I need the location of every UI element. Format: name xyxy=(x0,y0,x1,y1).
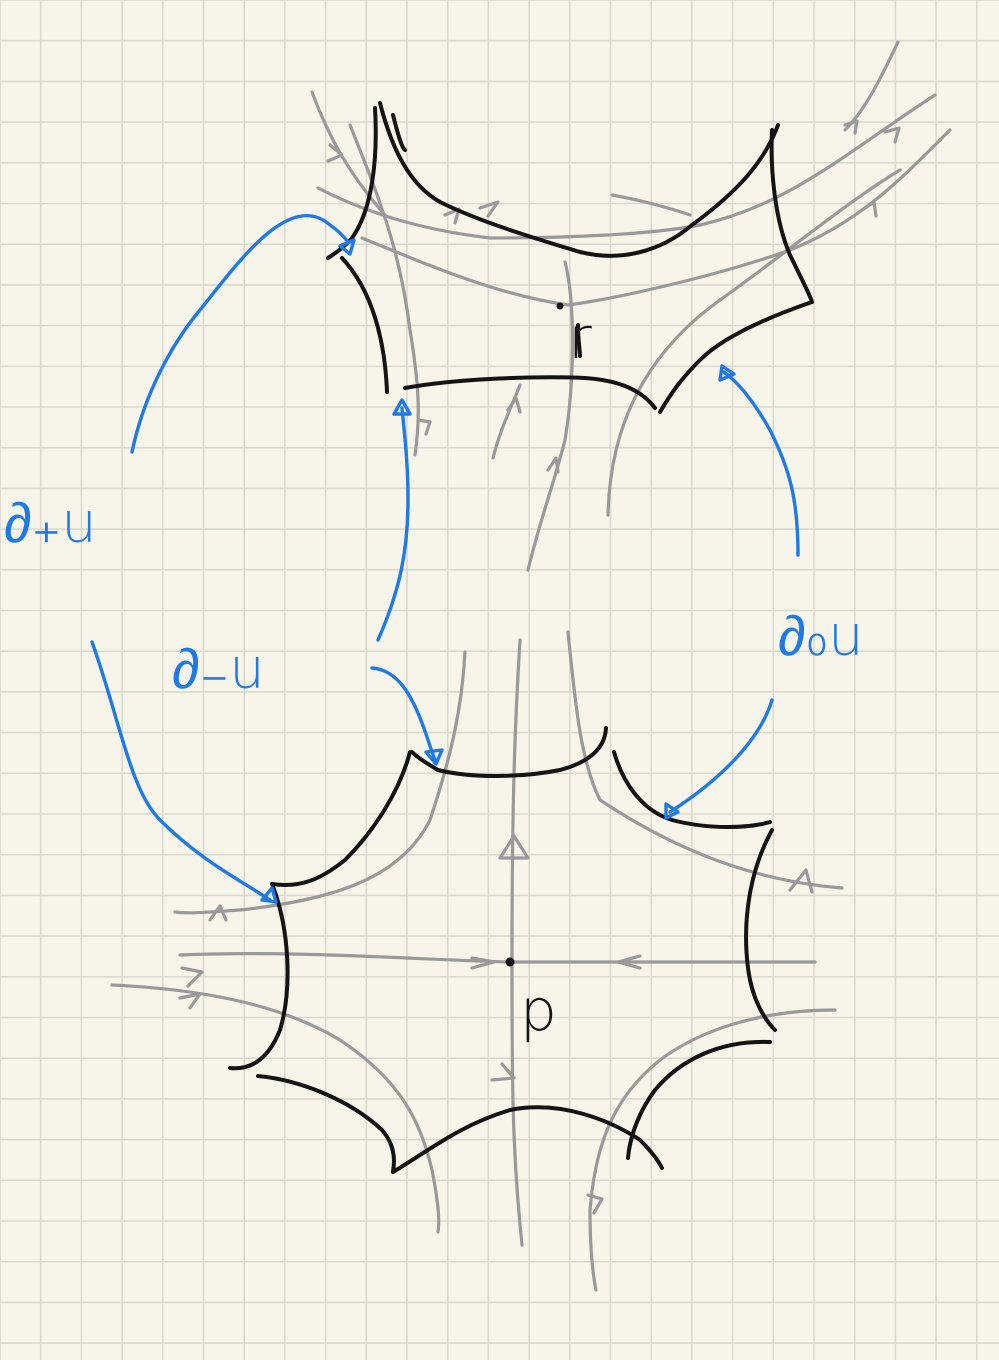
arrow-d-plus-bottom xyxy=(90,640,272,902)
bottom-domain-boundary xyxy=(228,726,777,1174)
label-p: p xyxy=(520,976,557,1044)
point-p-dot xyxy=(505,957,515,967)
arrow-d-zero-top xyxy=(722,370,800,557)
top-domain-boundary xyxy=(326,101,814,414)
label-d-minus-u: ∂₋u xyxy=(172,637,265,702)
arrow-d-zero-bottom xyxy=(668,698,774,814)
arrow-d-plus-top xyxy=(130,213,350,454)
label-d-zero-u: ∂₀u xyxy=(778,604,864,669)
point-r-dot xyxy=(556,302,564,310)
arrow-d-minus-bottom xyxy=(370,666,438,764)
label-r: r xyxy=(568,304,592,372)
annotation-arrows xyxy=(90,213,800,904)
arrow-d-minus-top xyxy=(376,406,410,642)
label-d-plus-u: ∂₊u xyxy=(4,491,97,556)
